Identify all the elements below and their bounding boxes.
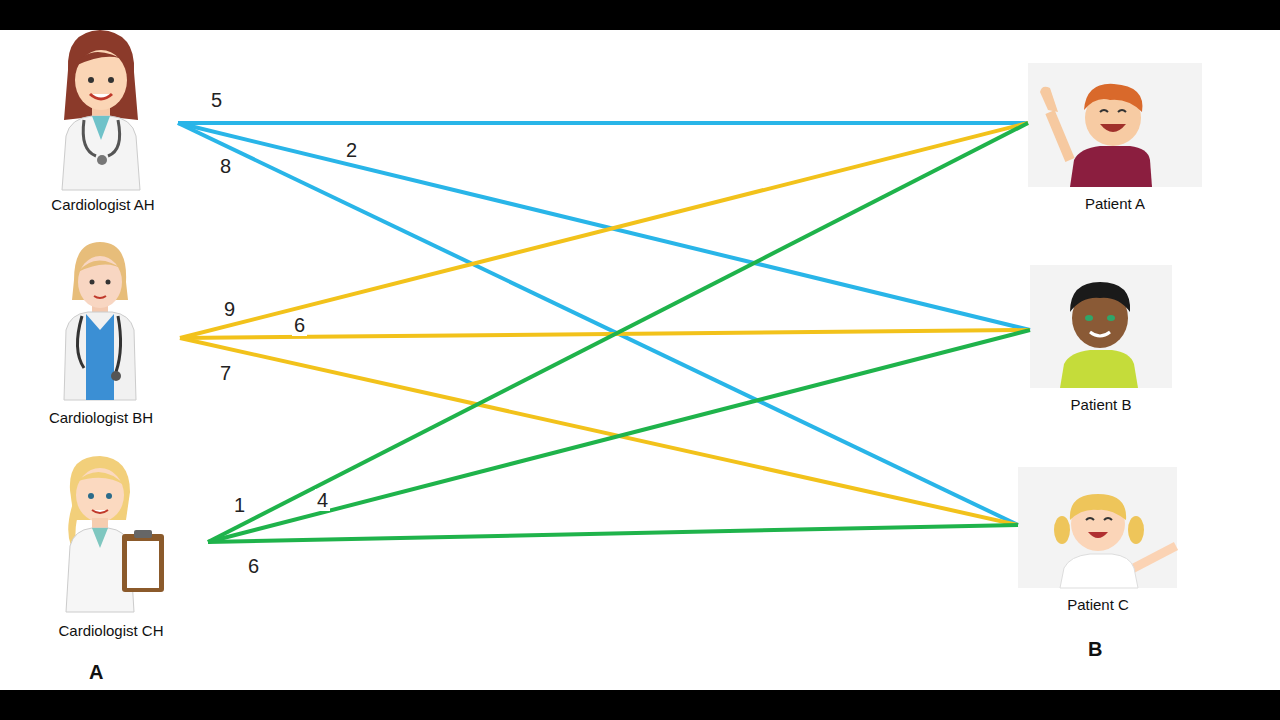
edge-weight: 9 [222, 298, 237, 320]
edge-weight: 6 [292, 314, 307, 336]
bottom-bar [0, 690, 1280, 720]
match-line [180, 123, 1028, 338]
cardiologist-node: Cardiologist AH [28, 30, 178, 215]
match-line [208, 525, 1018, 542]
patient-figure [1028, 63, 1202, 187]
match-line [208, 330, 1030, 542]
top-bar [0, 0, 1280, 30]
match-line [178, 123, 1018, 525]
match-line [178, 123, 1028, 124]
patient-node: Patient B [1030, 265, 1172, 415]
edge-weight: 1 [232, 494, 247, 516]
cardiologist-node: Cardiologist CH [14, 455, 208, 641]
edge-weight: 5 [209, 89, 224, 111]
doctor-figure [66, 456, 164, 612]
node-caption: Cardiologist AH [28, 195, 178, 215]
match-line [208, 123, 1028, 542]
cardiologist-node: Cardiologist BH [22, 240, 180, 428]
node-caption: Patient A [1028, 194, 1202, 214]
edge-weight: 4 [315, 489, 330, 511]
doctor-figure [64, 242, 136, 400]
node-caption: Cardiologist CH [14, 621, 208, 641]
patient-figure [1018, 467, 1177, 588]
edge-weight: 2 [344, 139, 359, 161]
patient-figure [1030, 265, 1172, 388]
patient-node: Patient C [1018, 467, 1178, 615]
set-label: B [1088, 637, 1102, 661]
edge-weight: 7 [218, 362, 233, 384]
set-label: A [89, 660, 103, 684]
doctor-figure [62, 30, 140, 190]
node-caption: Patient C [1018, 595, 1178, 615]
node-caption: Patient B [1030, 395, 1172, 415]
edge-weight: 6 [246, 555, 261, 577]
match-line [180, 330, 1030, 338]
edge-weight: 8 [218, 155, 233, 177]
patient-node: Patient A [1028, 63, 1202, 214]
node-caption: Cardiologist BH [22, 408, 180, 428]
